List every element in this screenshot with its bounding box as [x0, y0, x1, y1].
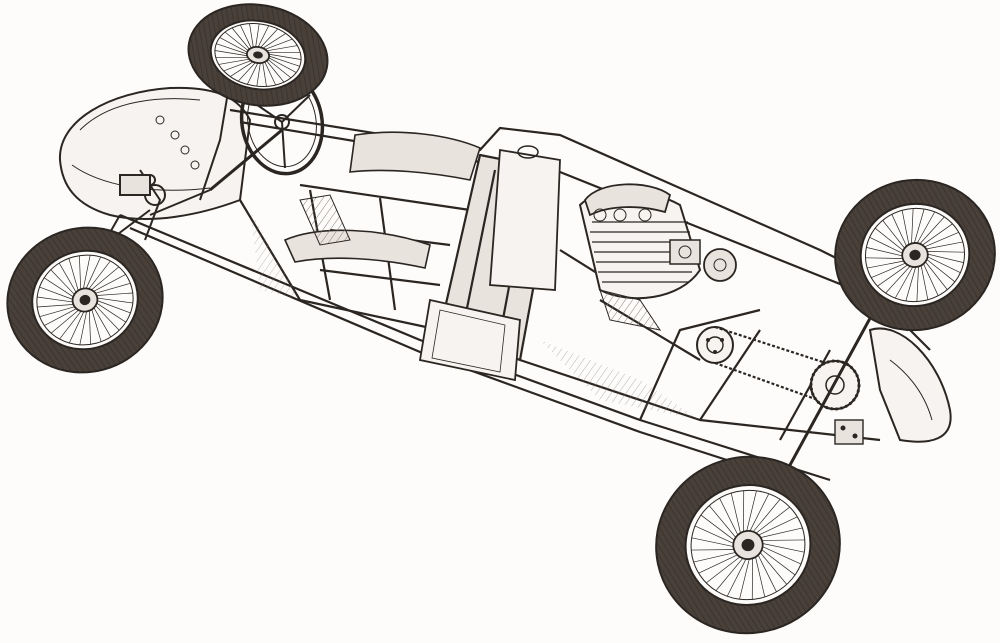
rear-right-wheel	[834, 178, 996, 332]
nose-cowl	[58, 86, 252, 220]
engine	[578, 183, 737, 364]
fuel-tank	[418, 145, 561, 382]
floor-shading	[250, 210, 700, 420]
tail-cowl	[834, 327, 952, 445]
driver-seat	[283, 131, 481, 269]
drive-chain	[714, 325, 861, 411]
front-left-wheel	[6, 226, 164, 374]
rear-left-wheel	[655, 455, 841, 635]
front-right-wheel	[187, 3, 329, 107]
